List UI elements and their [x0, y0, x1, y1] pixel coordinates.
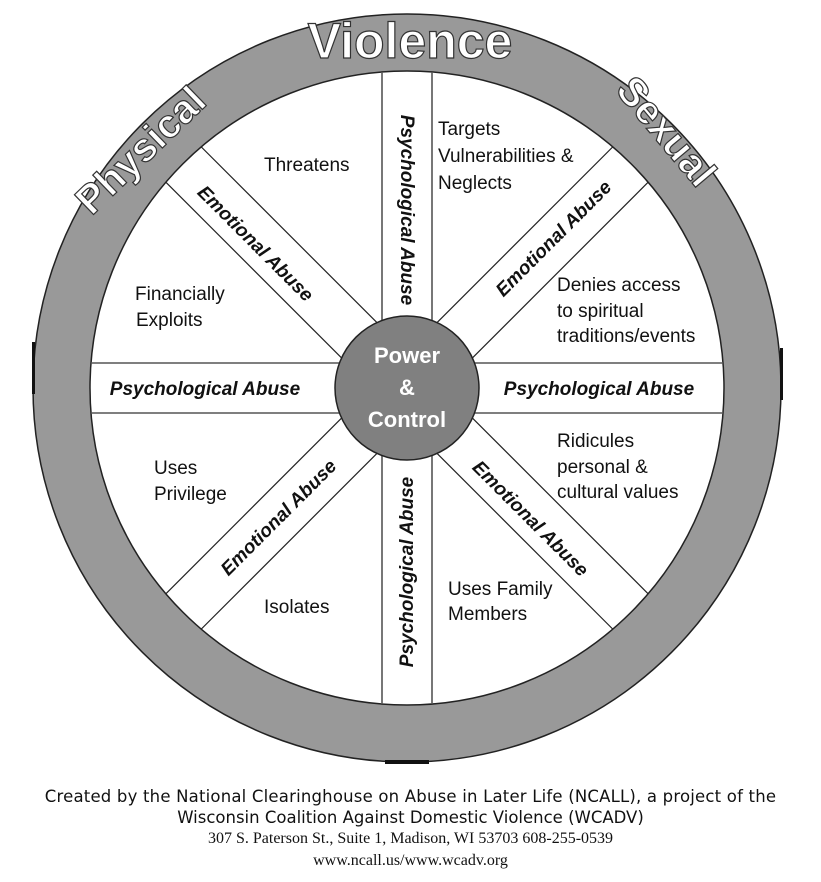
hub-text: Power & Control: [368, 343, 446, 432]
rim-mark-left: [32, 342, 35, 394]
hub: [334, 315, 480, 461]
spoke-edge-line: [471, 417, 649, 595]
segment-line: Uses Family: [448, 579, 553, 600]
segment-line: traditions/events: [557, 326, 695, 347]
segment-bottom-right: Uses Family Members: [448, 579, 558, 625]
segment-line: Members: [448, 604, 527, 625]
segment-texts: Threatens Targets Vulnerabilities & Negl…: [135, 119, 695, 625]
segment-line: Vulnerabilities &: [438, 146, 574, 167]
segment-line: Exploits: [136, 310, 203, 331]
rim-mark-right: [780, 348, 783, 400]
footer-organization-line: Wisconsin Coalition Against Domestic Vio…: [177, 808, 644, 827]
spoke-edge-line: [436, 452, 614, 630]
segment-upper-right: Denies access to spiritual traditions/ev…: [557, 275, 695, 347]
hub-line-power: Power: [374, 343, 440, 368]
segment-top-left: Threatens: [264, 155, 350, 176]
segment-line: Uses: [154, 458, 197, 479]
spoke-label-right: Psychological Abuse: [504, 379, 695, 400]
spoke-edge-line: [165, 181, 343, 359]
rim-mark-bottom: [385, 760, 429, 764]
segment-line: to spiritual: [557, 301, 644, 322]
footer-website-line: www.ncall.us/www.wcadv.org: [313, 852, 508, 869]
segment-line: Threatens: [264, 155, 350, 176]
segment-line: personal &: [557, 457, 648, 478]
spoke-edge-line: [165, 417, 343, 595]
spoke-edge-line: [436, 146, 614, 324]
hub-line-control: Control: [368, 407, 446, 432]
segment-line: Isolates: [264, 597, 329, 618]
spoke-edge-line: [471, 181, 649, 359]
segment-line: Denies access: [557, 275, 681, 296]
segment-line: cultural values: [557, 482, 678, 503]
segment-line: Privilege: [154, 484, 227, 505]
segment-upper-left: Financially Exploits: [135, 284, 230, 331]
hub-line-ampersand: &: [399, 375, 415, 400]
spoke-label-top: Psychological Abuse: [396, 115, 417, 306]
segment-line: Targets: [438, 119, 500, 140]
segment-lower-right: Ridicules personal & cultural values: [557, 431, 678, 503]
segment-top-right: Targets Vulnerabilities & Neglects: [438, 119, 579, 194]
segment-bottom-left: Isolates: [264, 597, 329, 618]
footer-address-line: 307 S. Paterson St., Suite 1, Madison, W…: [207, 830, 614, 847]
segment-line: Neglects: [438, 173, 512, 194]
rim-label-violence: Violence: [308, 13, 513, 69]
segment-line: Ridicules: [557, 431, 634, 452]
spokes: [90, 71, 724, 705]
spoke-edge-line: [200, 146, 378, 324]
power-control-wheel: Physical Violence Sexual Power & Control…: [32, 12, 783, 764]
spoke-label-bottom: Psychological Abuse: [397, 476, 418, 667]
spoke-edge-line: [200, 452, 378, 630]
segment-line: Financially: [135, 284, 225, 305]
spoke-label-left: Psychological Abuse: [110, 379, 301, 400]
footer-credit-line: Created by the National Clearinghouse on…: [44, 787, 777, 806]
segment-lower-left: Uses Privilege: [154, 458, 227, 505]
